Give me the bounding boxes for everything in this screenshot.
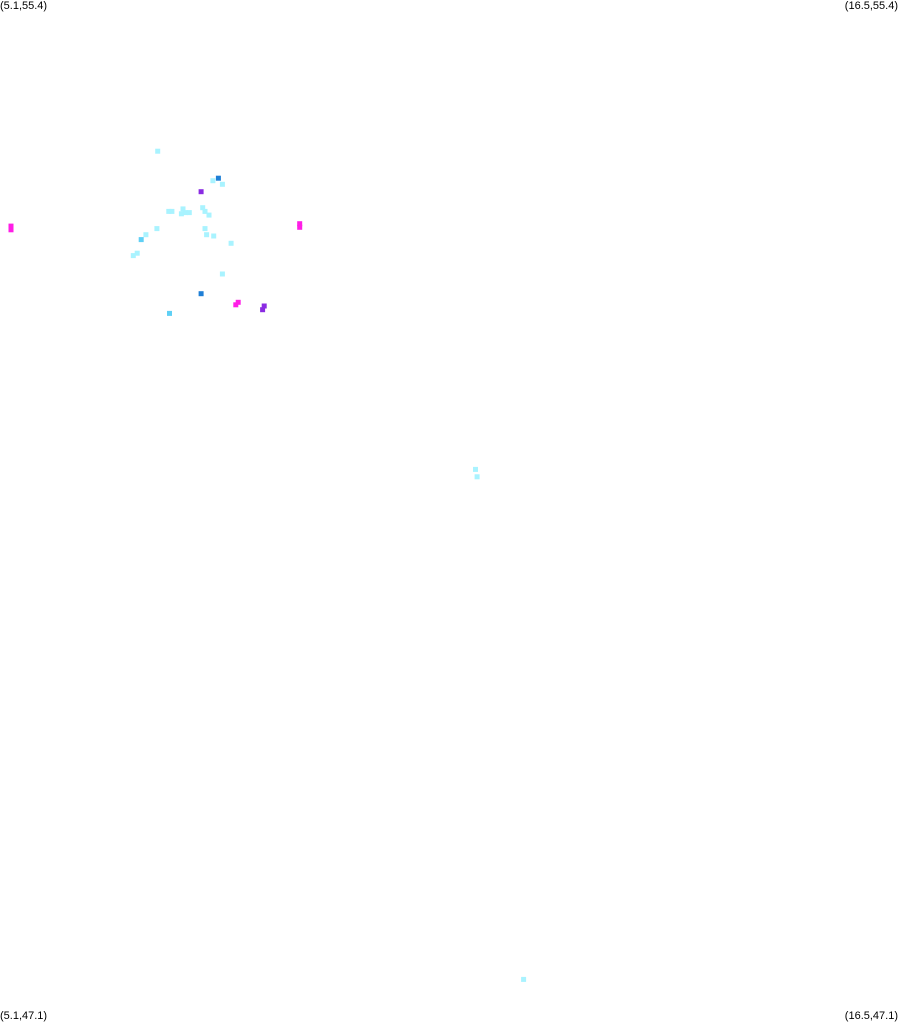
map-point-light-cyan[interactable] bbox=[521, 976, 527, 982]
map-point-light-cyan[interactable] bbox=[180, 206, 186, 212]
map-point-magenta[interactable] bbox=[8, 223, 14, 229]
map-point-light-cyan[interactable] bbox=[202, 226, 208, 232]
map-point-light-cyan[interactable] bbox=[169, 208, 175, 214]
map-point-light-cyan[interactable] bbox=[166, 208, 172, 214]
map-point-light-cyan[interactable] bbox=[155, 148, 161, 154]
map-point-light-cyan[interactable] bbox=[186, 210, 192, 216]
corner-label-top-right: (16.5,55.4) bbox=[844, 0, 898, 12]
map-point-light-cyan[interactable] bbox=[204, 232, 210, 238]
map-point-light-cyan[interactable] bbox=[143, 232, 149, 238]
map-point-magenta[interactable] bbox=[297, 224, 303, 230]
map-point-light-cyan[interactable] bbox=[178, 211, 184, 217]
map-point-sky-blue[interactable] bbox=[138, 237, 144, 243]
map-point-light-cyan[interactable] bbox=[130, 253, 136, 259]
map-point-light-cyan[interactable] bbox=[211, 233, 217, 239]
map-point-sky-blue[interactable] bbox=[167, 310, 172, 316]
map-point-light-cyan[interactable] bbox=[134, 250, 140, 256]
map-point-light-cyan[interactable] bbox=[154, 226, 160, 232]
corner-label-bottom-left: (5.1,47.1) bbox=[0, 1010, 48, 1022]
map-point-light-cyan[interactable] bbox=[219, 271, 225, 277]
map-point-blue[interactable] bbox=[198, 291, 204, 297]
map-point-light-cyan[interactable] bbox=[228, 240, 234, 246]
map-point-purple[interactable] bbox=[198, 189, 204, 195]
map-point-light-cyan[interactable] bbox=[206, 212, 212, 218]
map-point-light-cyan[interactable] bbox=[219, 181, 225, 187]
map-point-light-cyan[interactable] bbox=[210, 178, 216, 184]
map-point-purple[interactable] bbox=[261, 303, 267, 309]
map-point-light-cyan[interactable] bbox=[202, 208, 208, 214]
map-point-light-cyan[interactable] bbox=[473, 466, 478, 472]
corner-label-bottom-right: (16.5,47.1) bbox=[844, 1010, 898, 1022]
map-point-light-cyan[interactable] bbox=[474, 474, 480, 480]
map-point-magenta[interactable] bbox=[297, 221, 303, 227]
map-point-light-cyan[interactable] bbox=[200, 205, 206, 211]
map-point-magenta[interactable] bbox=[8, 227, 14, 233]
corner-label-top-left: (5.1,55.4) bbox=[0, 0, 48, 12]
map-point-purple[interactable] bbox=[260, 307, 266, 313]
map-point-light-cyan[interactable] bbox=[182, 210, 188, 216]
map-point-magenta[interactable] bbox=[233, 302, 239, 308]
map-point-blue[interactable] bbox=[215, 175, 221, 181]
